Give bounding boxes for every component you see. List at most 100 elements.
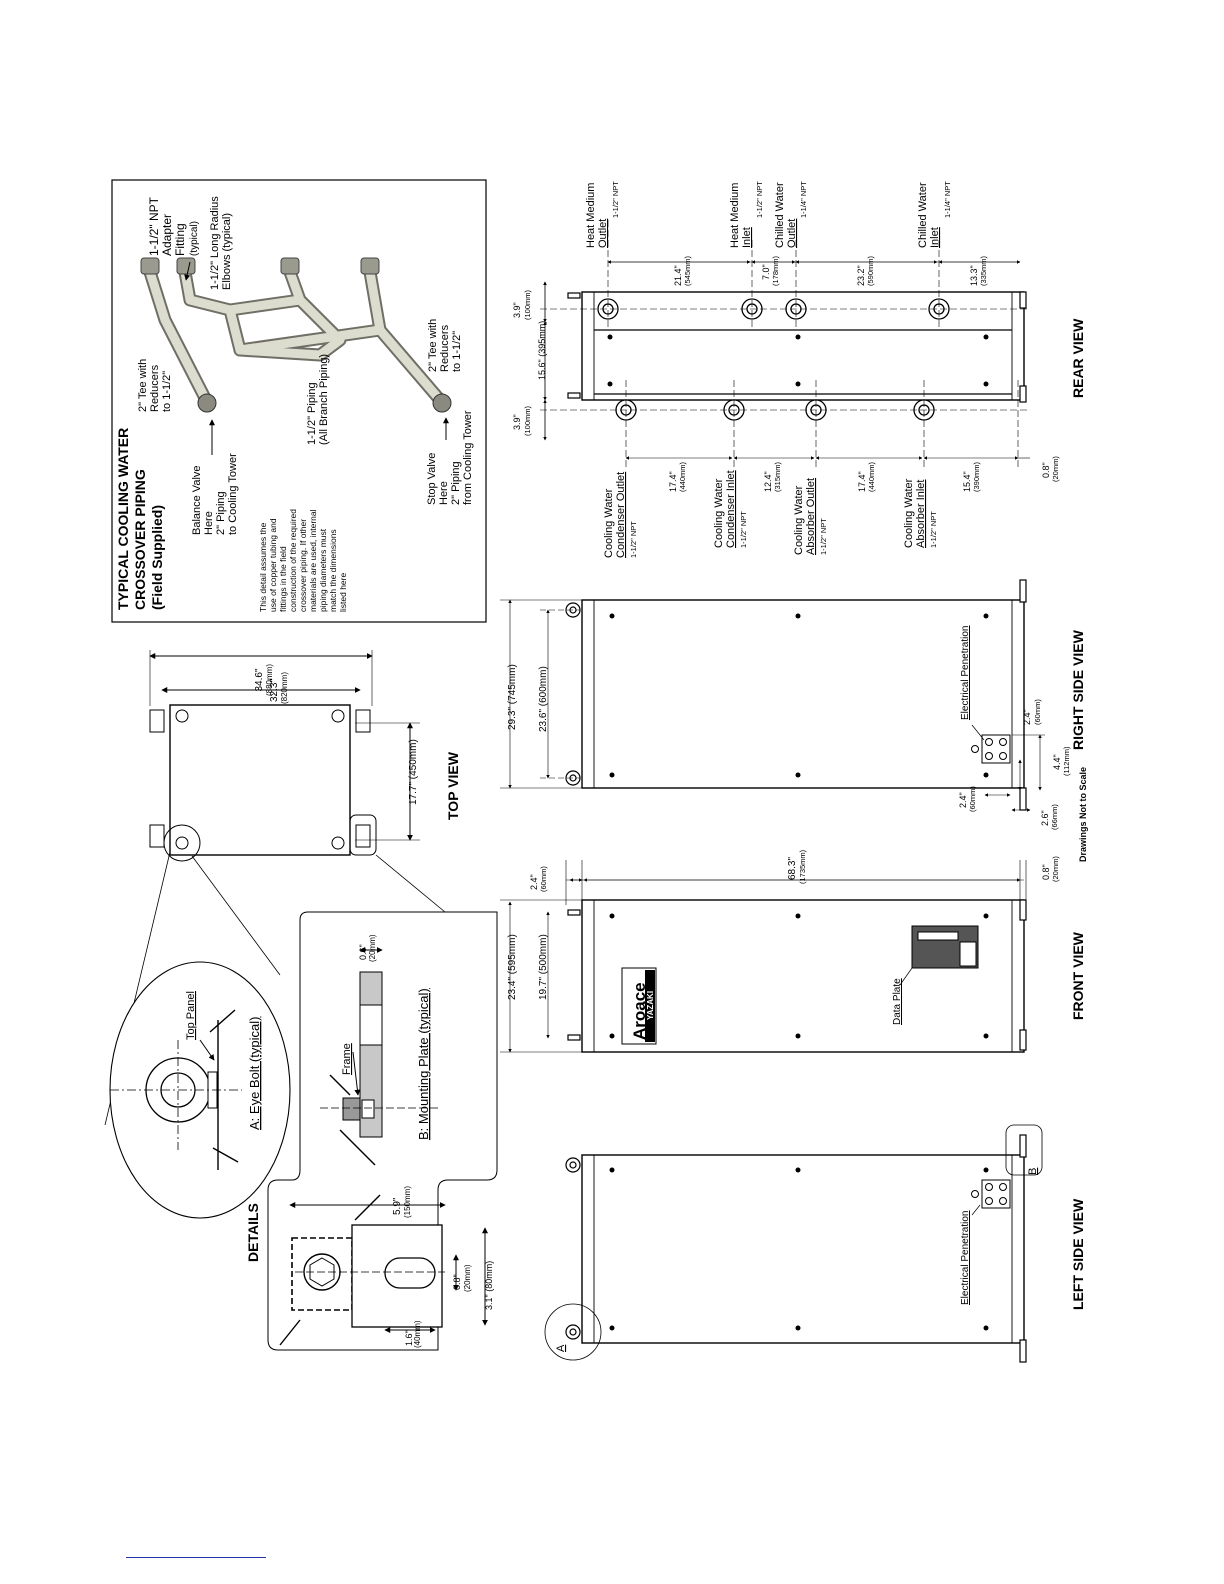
svg-text:(60mm): (60mm) bbox=[539, 866, 548, 892]
svg-text:Chilled Water: Chilled Water bbox=[917, 182, 929, 248]
svg-text:(150mm): (150mm) bbox=[403, 1186, 412, 1218]
svg-text:3.1" (80mm): 3.1" (80mm) bbox=[484, 1261, 494, 1310]
svg-text:Here: Here bbox=[203, 511, 215, 535]
svg-text:0.8": 0.8" bbox=[1041, 462, 1051, 478]
svg-text:Outlet: Outlet bbox=[597, 219, 609, 248]
svg-text:68.3": 68.3" bbox=[787, 857, 798, 880]
svg-text:3.9": 3.9" bbox=[512, 414, 522, 430]
svg-text:(20mm): (20mm) bbox=[368, 934, 377, 962]
left-side-view-title: LEFT SIDE VIEW bbox=[1070, 1198, 1086, 1310]
svg-text:(820mm): (820mm) bbox=[280, 672, 289, 704]
svg-text:Stop Valve: Stop Valve bbox=[426, 453, 438, 505]
svg-text:listed here: listed here bbox=[338, 573, 348, 612]
electrical-penetration-right bbox=[971, 734, 1011, 764]
details-title: DETAILS bbox=[245, 1203, 261, 1262]
svg-text:YAZAKI: YAZAKI bbox=[646, 991, 655, 1020]
svg-text:1.6": 1.6" bbox=[404, 1330, 414, 1346]
svg-text:B: Mounting Plate (typical): B: Mounting Plate (typical) bbox=[416, 988, 431, 1140]
svg-text:(590mm): (590mm) bbox=[866, 255, 875, 286]
svg-text:(100mm): (100mm) bbox=[523, 289, 532, 320]
svg-text:construction of the required: construction of the required bbox=[288, 509, 298, 612]
svg-text:Reducers: Reducers bbox=[149, 364, 161, 412]
svg-text:materials are used, internal: materials are used, internal bbox=[308, 509, 318, 612]
svg-text:to Cooling Tower: to Cooling Tower bbox=[227, 453, 239, 535]
svg-text:fittings in the field: fittings in the field bbox=[278, 546, 288, 612]
not-to-scale-note: Drawings Not to Scale bbox=[1078, 767, 1088, 862]
svg-text:1-1/2" NPT: 1-1/2" NPT bbox=[611, 181, 620, 218]
svg-text:(440mm): (440mm) bbox=[678, 461, 687, 492]
svg-text:17.4": 17.4" bbox=[668, 471, 678, 492]
svg-text:Aroace: Aroace bbox=[630, 982, 649, 1040]
svg-text:Adapter: Adapter bbox=[160, 214, 174, 256]
svg-text:(20mm): (20mm) bbox=[1051, 456, 1060, 482]
svg-text:34.6": 34.6" bbox=[254, 668, 265, 691]
svg-text:(66mm): (66mm) bbox=[1050, 804, 1059, 830]
svg-text:(315mm): (315mm) bbox=[773, 461, 782, 492]
svg-text:2.4": 2.4" bbox=[958, 792, 968, 808]
details: Top Panel A: Eye Bolt (typical) Frame 0.… bbox=[104, 851, 498, 1351]
svg-text:1-1/2" NPT: 1-1/2" NPT bbox=[629, 521, 638, 558]
svg-text:7.0": 7.0" bbox=[761, 264, 771, 280]
svg-text:Cooling Water: Cooling Water bbox=[903, 478, 915, 548]
svg-text:(390mm): (390mm) bbox=[972, 461, 981, 492]
svg-text:2" Piping: 2" Piping bbox=[215, 491, 227, 535]
svg-text:(typical): (typical) bbox=[189, 221, 200, 256]
svg-text:to 1-1/2": to 1-1/2" bbox=[161, 371, 173, 412]
svg-text:Absorber Outlet: Absorber Outlet bbox=[805, 478, 817, 555]
svg-text:Data Plate: Data Plate bbox=[892, 978, 903, 1025]
svg-text:(440mm): (440mm) bbox=[867, 461, 876, 492]
svg-text:1-1/2" NPT: 1-1/2" NPT bbox=[755, 181, 764, 218]
svg-text:(112mm): (112mm) bbox=[1062, 746, 1071, 776]
svg-text:Here: Here bbox=[438, 481, 450, 505]
svg-text:use of copper tubing and: use of copper tubing and bbox=[268, 518, 278, 612]
svg-text:Inlet: Inlet bbox=[929, 227, 941, 248]
piping-note: This detail assumes the use of copper tu… bbox=[258, 509, 348, 612]
svg-text:(545mm): (545mm) bbox=[683, 255, 692, 286]
svg-text:3.9": 3.9" bbox=[512, 302, 522, 318]
rear-view: 3.9" (100mm) 15.6" (395mm) 3.9" (100mm) … bbox=[512, 181, 1086, 558]
piping-detail: TYPICAL COOLING WATER CROSSOVER PIPING (… bbox=[111, 179, 487, 623]
front-view-title: FRONT VIEW bbox=[1070, 931, 1086, 1020]
svg-text:1-1/2" Long Radius: 1-1/2" Long Radius bbox=[209, 196, 221, 290]
mounting-plate-top: 5.9" (150mm) 3.1" (80mm) 0.8" (20mm) 1.6… bbox=[279, 1186, 494, 1348]
svg-text:5.9": 5.9" bbox=[392, 1197, 403, 1215]
svg-text:match the dimensions: match the dimensions bbox=[328, 529, 338, 612]
left-side-view: A B Electrical Penetration LEFT SIDE VIE… bbox=[544, 1124, 1086, 1363]
front-view: Aroace YAZAKI Data Plate 23.4" (595mm) 1… bbox=[500, 849, 1086, 1053]
electrical-penetration-left bbox=[971, 1179, 1011, 1209]
svg-text:Electrical Penetration: Electrical Penetration bbox=[960, 626, 971, 721]
svg-text:29.3" (745mm): 29.3" (745mm) bbox=[507, 664, 518, 730]
aroace-logo: Aroace YAZAKI bbox=[621, 967, 657, 1045]
svg-text:Cooling Water: Cooling Water bbox=[713, 478, 725, 548]
footer-rule bbox=[126, 1557, 266, 1558]
svg-text:0.8": 0.8" bbox=[452, 1274, 462, 1290]
svg-text:1-1/4" NPT: 1-1/4" NPT bbox=[943, 181, 952, 218]
svg-text:(All Branch Piping): (All Branch Piping) bbox=[318, 354, 330, 445]
svg-text:12.4": 12.4" bbox=[763, 471, 773, 492]
svg-text:A: Eye Bolt (typical): A: Eye Bolt (typical) bbox=[247, 1017, 262, 1130]
svg-text:Balance Valve: Balance Valve bbox=[191, 465, 203, 535]
svg-text:Chilled Water: Chilled Water bbox=[774, 182, 786, 248]
svg-text:Condenser Outlet: Condenser Outlet bbox=[615, 472, 627, 558]
svg-text:B: B bbox=[1027, 1168, 1039, 1175]
right-side-view: Electrical Penetration 29.3" (745mm) 23.… bbox=[500, 579, 1088, 862]
svg-text:17.4": 17.4" bbox=[857, 471, 867, 492]
svg-text:23.2": 23.2" bbox=[856, 265, 866, 286]
eye-bolt-detail: Top Panel A: Eye Bolt (typical) bbox=[110, 991, 262, 1170]
svg-text:Heat Medium: Heat Medium bbox=[585, 183, 597, 248]
svg-text:Top Panel: Top Panel bbox=[185, 991, 197, 1040]
svg-text:4.4": 4.4" bbox=[1052, 754, 1062, 770]
svg-text:19.7" (500mm): 19.7" (500mm) bbox=[538, 934, 549, 1000]
svg-text:Fitting: Fitting bbox=[173, 223, 187, 256]
svg-text:15.6" (395mm): 15.6" (395mm) bbox=[537, 321, 547, 380]
svg-text:2" Piping: 2" Piping bbox=[450, 461, 462, 505]
svg-text:13.3": 13.3" bbox=[969, 265, 979, 286]
svg-text:Cooling Water: Cooling Water bbox=[793, 485, 805, 555]
svg-text:1-1/2" Piping: 1-1/2" Piping bbox=[306, 382, 318, 445]
svg-text:This detail assumes the: This detail assumes the bbox=[258, 522, 268, 612]
top-view-title: TOP VIEW bbox=[445, 751, 461, 820]
rear-bottom-labels: Cooling Water Condenser Outlet 1-1/2" NPT… bbox=[603, 470, 938, 558]
svg-text:from Cooling Tower: from Cooling Tower bbox=[462, 410, 474, 505]
svg-text:TYPICAL COOLING WATER: TYPICAL COOLING WATER bbox=[115, 428, 131, 610]
